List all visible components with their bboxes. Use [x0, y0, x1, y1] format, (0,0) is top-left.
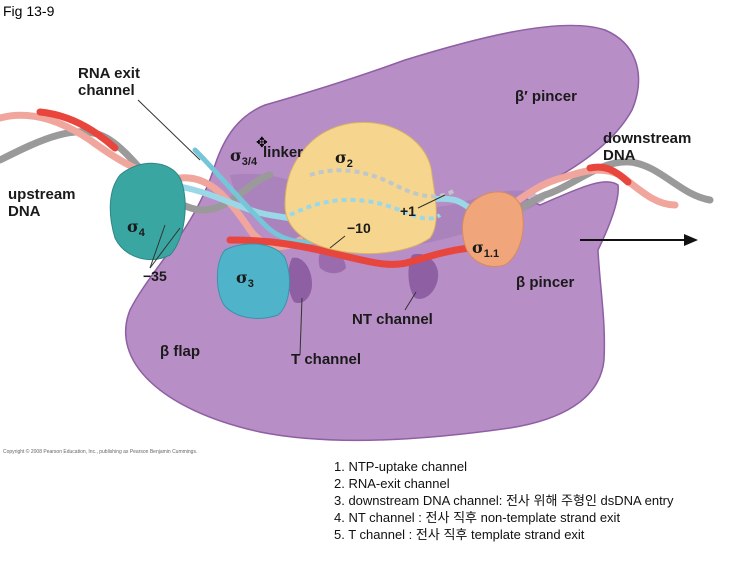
minus35-leader-b [149, 227, 181, 269]
move-cursor-icon: ✥ [256, 134, 268, 150]
list-item: 2. RNA-exit channel [334, 476, 450, 491]
rna-exit-label: RNA exit channel [78, 65, 140, 99]
beta-prime-pincer-label: β′ pincer [515, 88, 577, 105]
downstream-dna-label: downstream DNA [603, 130, 691, 164]
sigma4-main: σ [127, 217, 139, 236]
nt-channel-label: NT channel [352, 311, 433, 328]
beta-pincer-label: β pincer [516, 274, 575, 291]
t-channel-leader [299, 297, 303, 356]
sigma2-label: σ2 [335, 148, 353, 170]
nt-channel-tab [408, 253, 439, 299]
rna-exit-leader [137, 99, 201, 161]
plus1-leader [417, 194, 446, 209]
rna-exit-label-line1: RNA exit [78, 65, 140, 82]
sigma2-domain [284, 122, 437, 255]
rna-strand [192, 147, 323, 245]
sigma3-domain [216, 243, 290, 319]
list-item: 4. NT channel : 전사 직후 non-template stran… [334, 510, 621, 525]
notes-list: 1. NTP-uptake channel 2. RNA-exit channe… [334, 458, 674, 543]
dna-upstream-red-core [36, 108, 119, 152]
minus10-label: −10 [347, 220, 371, 236]
minus35-label: −35 [143, 268, 167, 284]
rna-polymerase-diagram [0, 24, 714, 442]
sigma2-sub: 2 [346, 158, 353, 171]
list-item: 1. NTP-uptake channel [334, 459, 467, 474]
dna-downstream-red-core [586, 163, 632, 186]
minus35-leader-a [149, 224, 166, 269]
sigma34-main: σ [230, 146, 242, 165]
upstream-label-line2: DNA [8, 203, 41, 220]
t-channel-label: T channel [291, 351, 362, 368]
sigma2-main: σ [335, 148, 347, 167]
dashed-strand-1 [289, 197, 442, 221]
list-item: 5. T channel : 전사 직후 template strand exi… [334, 527, 585, 542]
sigma11-label: σ1.1 [472, 238, 499, 260]
sigma3-main: σ [236, 268, 248, 287]
nt-channel-leader [404, 291, 417, 311]
sigma4-domain [109, 162, 186, 260]
upstream-label-line1: upstream [8, 186, 76, 203]
sigma34-label: σ3/4 [230, 146, 257, 168]
template-strand [226, 236, 474, 268]
sigma34-sub: 3/4 [241, 156, 258, 169]
sigma4-label: σ4 [127, 217, 145, 239]
figure-label: Fig 13-9 [3, 3, 55, 19]
sigma3-label: σ3 [236, 268, 254, 290]
sigma3-sub: 3 [247, 278, 254, 291]
beta-flap-label: β flap [160, 343, 200, 360]
copyright-text: Copyright © 2008 Pearson Education, Inc.… [3, 449, 198, 455]
downstream-label-line1: downstream [603, 130, 692, 147]
plus1-label: +1 [400, 203, 416, 219]
minus10-leader [329, 235, 346, 249]
sigma11-domain [462, 191, 524, 267]
direction-arrowhead [684, 234, 698, 246]
sigma11-main: σ [472, 238, 484, 257]
sigma4-sub: 4 [138, 227, 145, 240]
rna-exit-label-line2: channel [78, 82, 135, 99]
sigma11-sub: 1.1 [483, 248, 500, 261]
linker-label: linker [263, 144, 304, 161]
list-item: 3. downstream DNA channel: 전사 위해 주형인 dsD… [334, 493, 674, 508]
upstream-dna-label: upstream DNA [8, 186, 76, 220]
t-channel-tab [288, 257, 312, 304]
downstream-label-line2: DNA [603, 147, 636, 164]
